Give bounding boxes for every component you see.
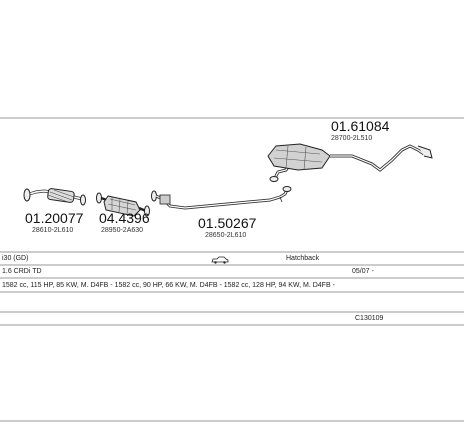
engine-specs: 1582 cc, 115 HP, 85 KW, M. D4FB - 1582 c… <box>2 282 335 289</box>
part-number: 01.50267 <box>198 215 257 231</box>
oem-number: 28650-2L610 <box>205 232 246 239</box>
engine: 1.6 CRDi TD <box>2 268 42 275</box>
front-pipe-drawing <box>23 188 86 206</box>
oem-number: 28950-2A630 <box>101 227 143 234</box>
part-number: 01.20077 <box>25 210 84 226</box>
part-number: 04.4396 <box>99 210 150 226</box>
catalog-code: C130109 <box>355 315 384 322</box>
body-type: Hatchback <box>286 255 320 262</box>
rear-silencer-drawing <box>267 143 433 182</box>
vehicle-model: i30 (GD) <box>2 255 29 262</box>
car-icon <box>211 256 229 264</box>
middle-pipe-drawing <box>151 186 292 210</box>
production-date: 05/07 - <box>352 268 374 275</box>
catalytic-converter-drawing <box>96 192 150 217</box>
oem-number: 28610-2L610 <box>32 227 73 234</box>
part-number: 01.61084 <box>331 118 390 134</box>
oem-number: 28700-2L510 <box>331 135 372 142</box>
